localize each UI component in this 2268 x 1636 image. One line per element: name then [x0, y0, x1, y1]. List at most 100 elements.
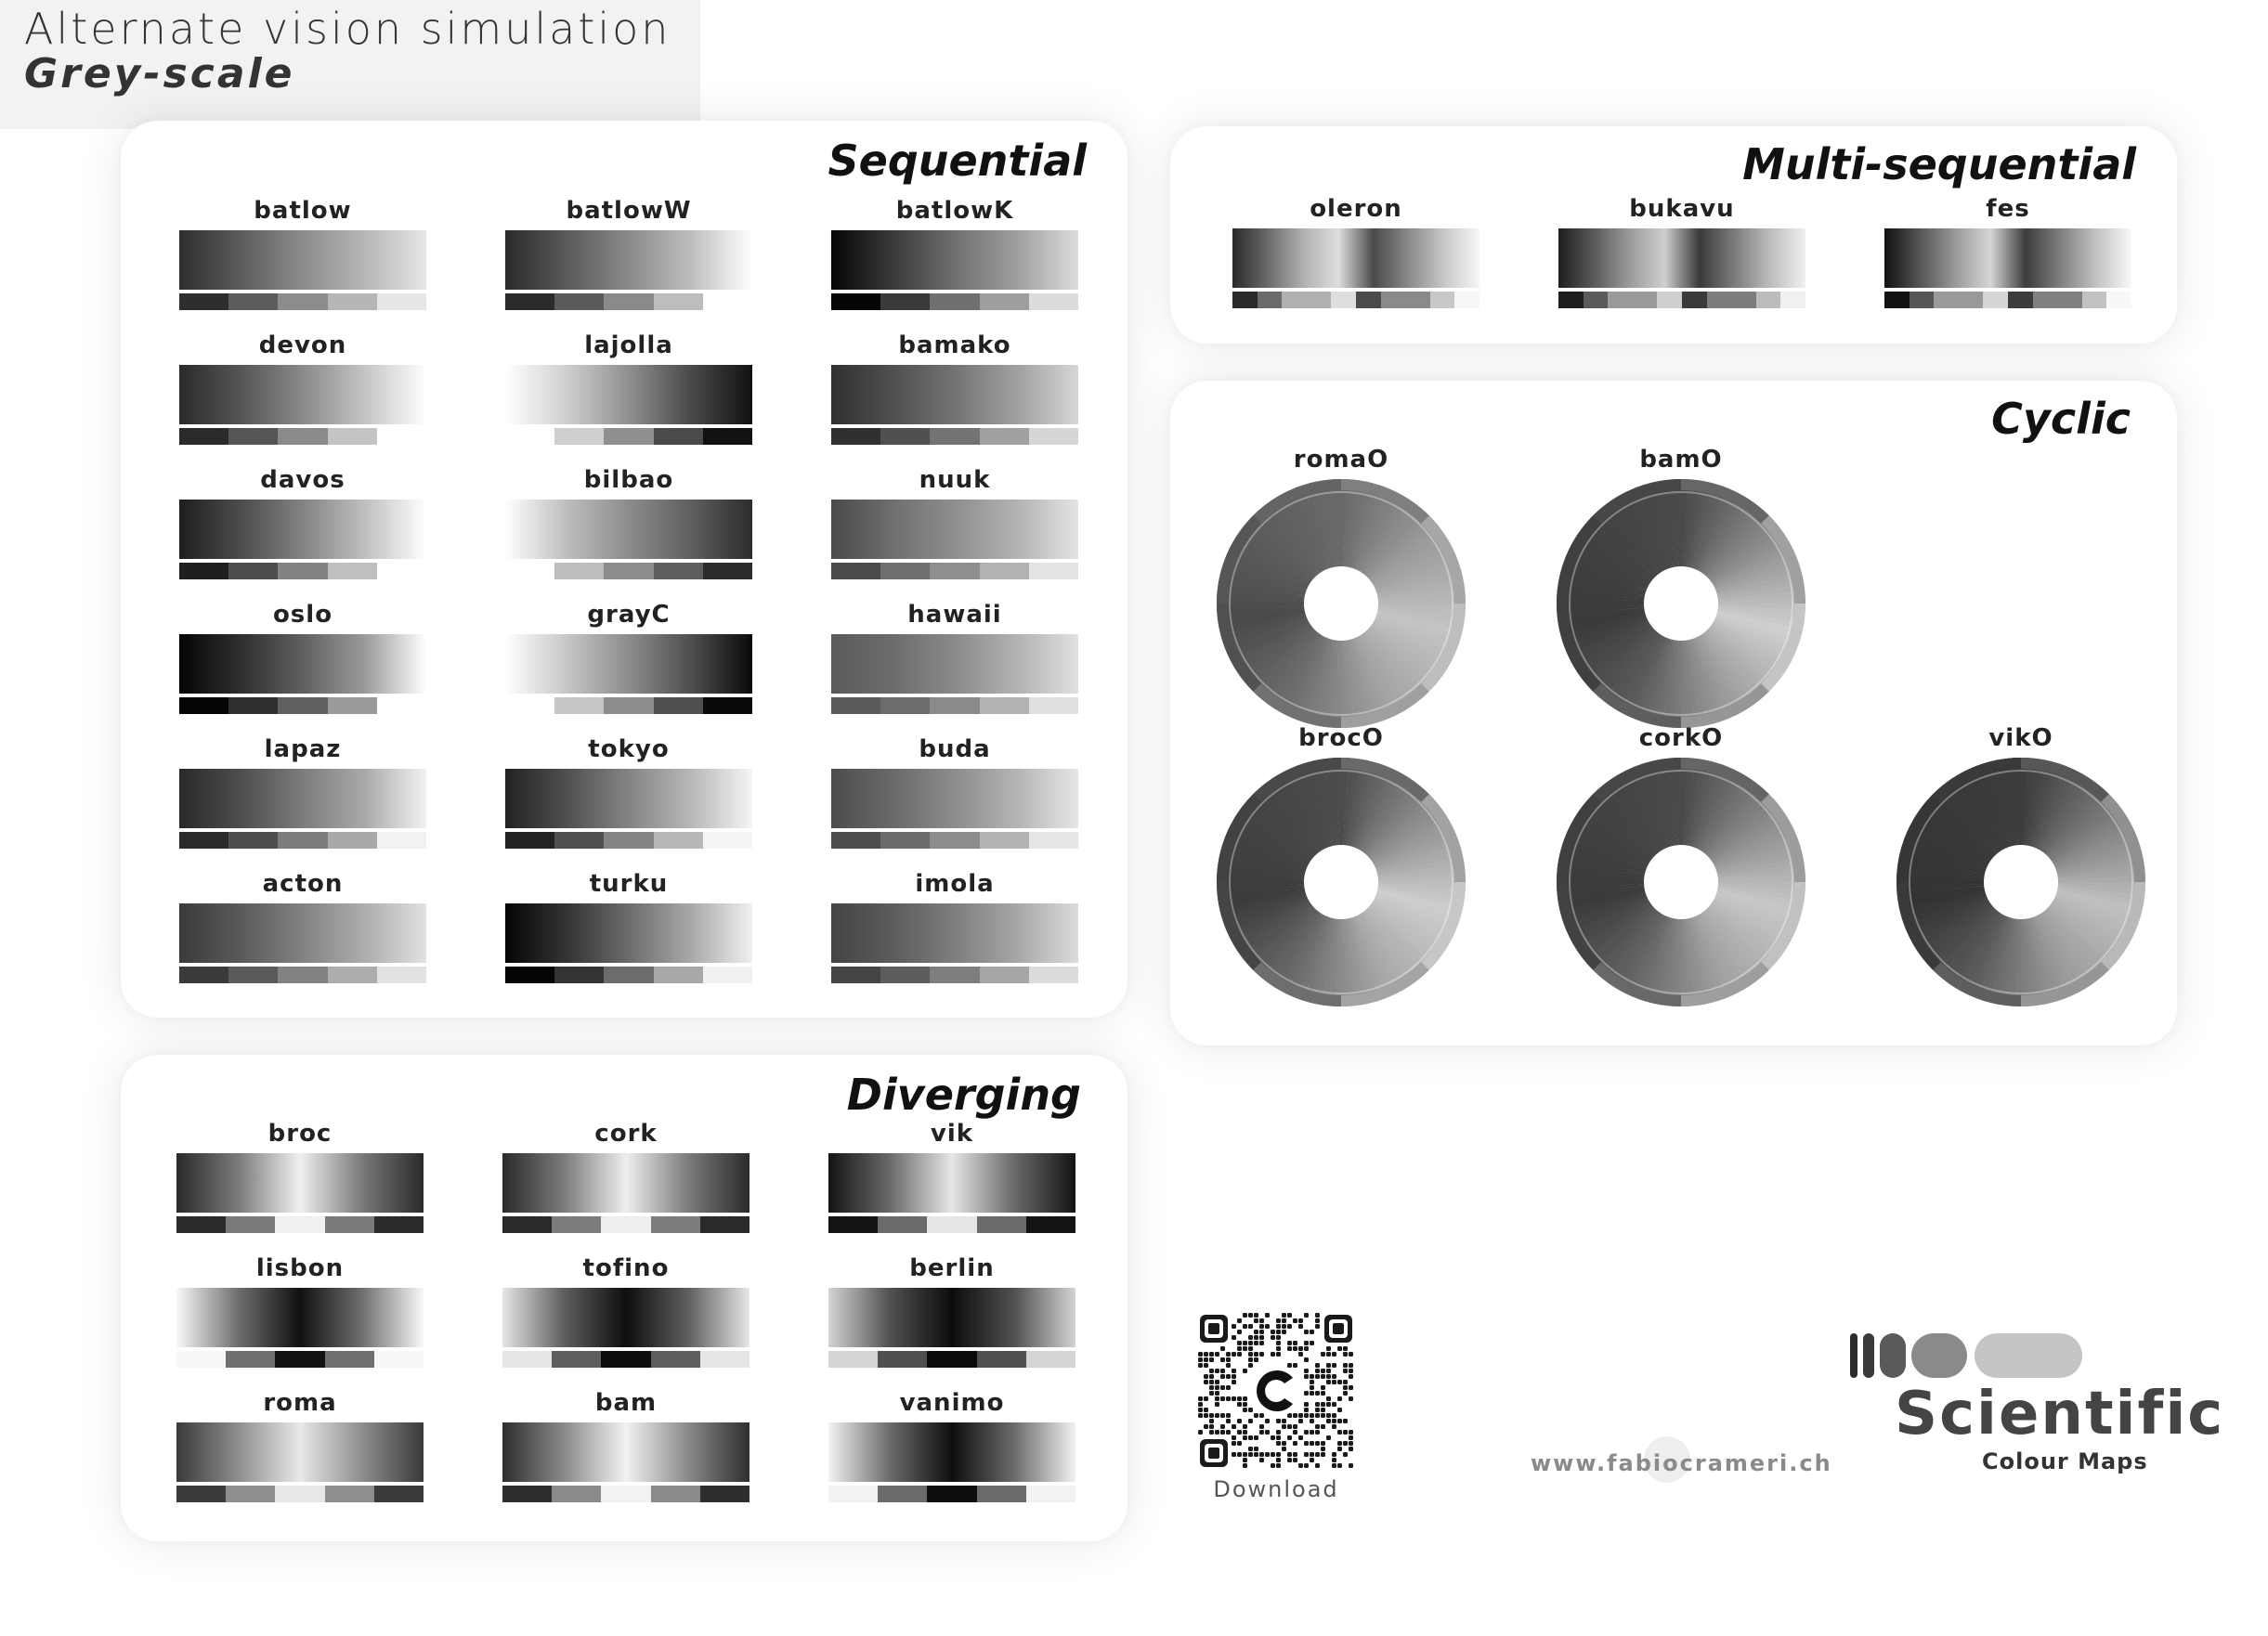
colormap-gradient	[179, 769, 426, 828]
colormap-discrete-strip	[505, 697, 752, 714]
wheel-segment	[1376, 843, 1462, 873]
colormap-step	[376, 967, 402, 983]
colormap-step	[302, 697, 328, 714]
wheel-segment	[1667, 918, 1679, 1006]
wheel-segment	[1374, 547, 1455, 589]
wheel-segment	[1558, 855, 1645, 876]
wheel-segment	[1705, 511, 1769, 578]
wheel-segment	[1373, 620, 1453, 667]
wheel-segment	[1699, 913, 1749, 991]
colormap-step	[327, 563, 353, 579]
wheel-segment	[2040, 912, 2094, 987]
wheel-segment	[1704, 785, 1765, 855]
wheel-segment	[1376, 891, 1462, 921]
website-link[interactable]: www.fabiocrameri.ch	[1531, 1450, 1832, 1476]
wheel-segment	[1558, 888, 1645, 908]
wheel-segment	[1356, 489, 1399, 571]
colormap-label: bukavu	[1629, 195, 1735, 223]
wheel-segment	[1371, 530, 1446, 584]
colormap-gradient	[179, 903, 426, 963]
wheel-segment	[1296, 638, 1330, 722]
wheel-segment	[1698, 492, 1744, 572]
wheel-segment	[1376, 565, 1462, 594]
wheel-segment	[1359, 634, 1409, 712]
wheel-segment	[1220, 843, 1306, 873]
colormap-step	[979, 697, 1005, 714]
colormap-step	[1050, 1216, 1075, 1233]
wheel-segment	[1685, 479, 1701, 567]
wheel-segment	[1655, 480, 1675, 567]
wheel-segment	[1688, 917, 1714, 1005]
wheel-segment	[2052, 901, 2130, 951]
wheel-segment	[1662, 479, 1677, 567]
wheel-segment	[1717, 886, 1805, 902]
colormap-step	[905, 293, 931, 310]
colormap-label: vik	[930, 1120, 974, 1148]
wheel-segment	[1352, 638, 1387, 722]
colormap-discrete-strip	[831, 563, 1078, 579]
colormap-step	[176, 1216, 202, 1233]
wheel-segment	[1352, 763, 1387, 848]
colormap-label: oslo	[272, 601, 333, 629]
wheel-segment	[1327, 479, 1340, 567]
wheel-segment	[2047, 906, 2114, 970]
wheel-segment	[1557, 862, 1645, 878]
colormap-step	[253, 697, 279, 714]
wheel-segment	[1674, 918, 1681, 1006]
wheel-segment	[1557, 596, 1645, 604]
colormap-step	[954, 563, 980, 579]
wheel-segment	[1674, 478, 1682, 567]
colormap-step	[2032, 292, 2058, 308]
wheel-segment	[1662, 758, 1677, 846]
colormap-step	[2057, 292, 2082, 308]
colormap-step	[1004, 428, 1029, 445]
wheel-segment	[1572, 535, 1650, 585]
wheel-segment	[1588, 515, 1655, 579]
colormap-step	[201, 1351, 227, 1368]
download-label[interactable]: Download	[1213, 1476, 1339, 1502]
wheel-segment	[1349, 760, 1375, 847]
colormap-step	[352, 293, 377, 310]
colormap-step	[527, 1216, 553, 1233]
colormap-label: grayC	[587, 601, 671, 629]
colormap-step	[1025, 1351, 1051, 1368]
wheel-segment	[1236, 902, 1311, 955]
wheel-segment	[1692, 485, 1727, 569]
wheel-segment	[1714, 897, 1795, 940]
colormap-step	[625, 1351, 651, 1368]
colormap-step	[930, 428, 955, 445]
wheel-segment	[1711, 623, 1786, 678]
colormap-gradient	[502, 1422, 749, 1482]
wheel-segment	[1717, 609, 1805, 630]
colormap-gradient	[828, 1288, 1075, 1347]
wheel-segment	[2045, 789, 2109, 856]
colormap-step	[401, 967, 426, 983]
qr-code-icon[interactable]	[1196, 1311, 1356, 1471]
wheel-segment	[2040, 777, 2095, 852]
wheel-segment	[1970, 765, 2008, 849]
wheel-segment	[1688, 760, 1714, 847]
colormap-step	[349, 1216, 374, 1233]
colormap-step	[951, 1216, 977, 1233]
colormap-label: oleron	[1310, 195, 1402, 223]
colormap-step	[1608, 292, 1633, 308]
wheel-segment	[1613, 495, 1663, 573]
colormap-step	[905, 428, 931, 445]
wheel-segment	[1360, 773, 1410, 851]
wheel-segment	[1367, 794, 1434, 858]
wheel-segment	[1717, 605, 1805, 617]
wheel-segment	[1897, 883, 1985, 896]
colormap-step	[954, 832, 980, 849]
wheel-segment	[1716, 611, 1804, 637]
wheel-segment	[2053, 897, 2135, 940]
wheel-segment	[1707, 794, 1774, 858]
wheel-segment	[1347, 480, 1368, 567]
wheel-segment	[1923, 905, 1994, 966]
colormap-step	[203, 832, 229, 849]
colormap-discrete-strip	[828, 1486, 1075, 1502]
colormap-step	[502, 1486, 528, 1502]
wheel-segment	[1612, 634, 1662, 712]
colormap-step	[678, 428, 703, 445]
colormap-step	[675, 1216, 700, 1233]
wheel-segment	[1236, 808, 1311, 863]
